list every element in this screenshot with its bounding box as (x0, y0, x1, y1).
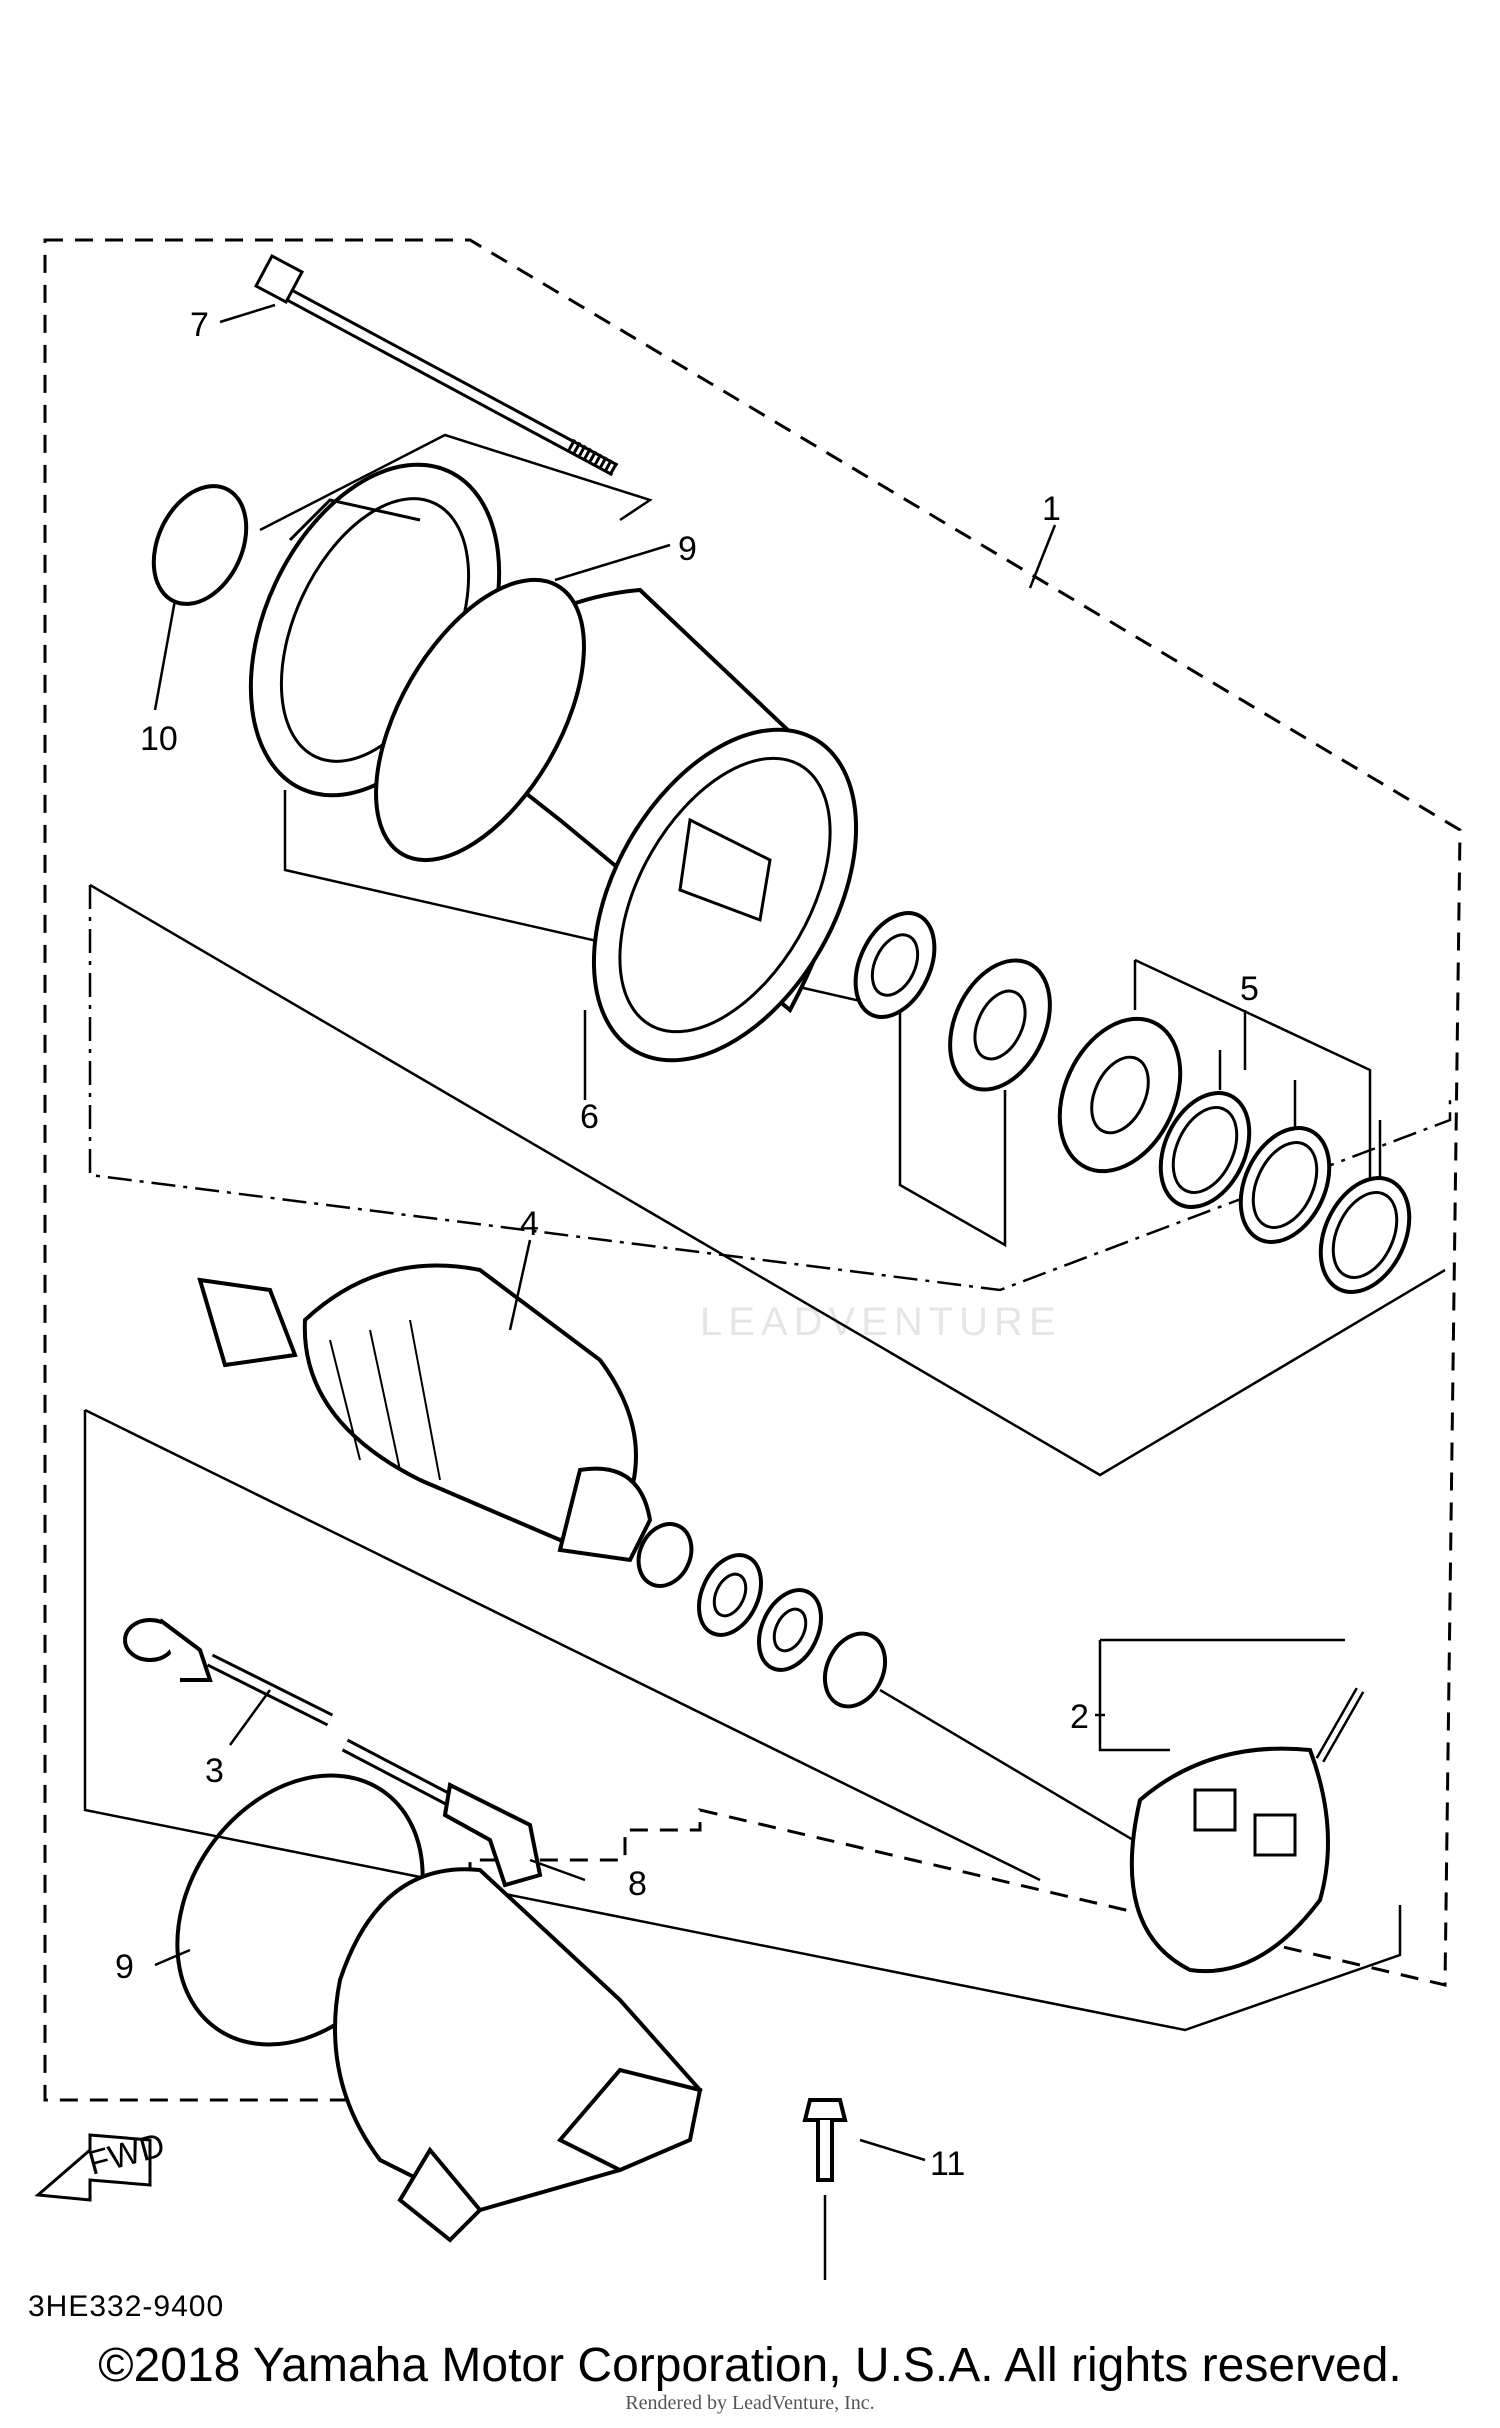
copyright-text: ©2018 Yamaha Motor Corporation, U.S.A. A… (98, 2339, 1402, 2392)
callout-9-top: 9 (678, 530, 697, 568)
seal-bearing (853, 911, 1052, 1092)
part-7-bolt (253, 253, 619, 477)
part-4-armature (197, 1263, 694, 1588)
bracket-part-6b (89, 883, 1446, 1477)
callout-5: 5 (1240, 970, 1259, 1008)
watermark: LEADVENTURE (700, 1300, 1062, 1344)
fwd-arrow: FWD (34, 2126, 169, 2202)
part-10-o-ring (151, 484, 249, 606)
bracket-top-9b (259, 433, 653, 532)
callout-6: 6 (580, 1098, 599, 1136)
bracket-part-6 (88, 885, 1452, 1292)
part-2-brush-holder (1098, 1638, 1365, 1974)
bracket-lower-b (84, 1408, 1041, 1882)
part-code: 3HE332-9400 (28, 2290, 225, 2323)
bracket-part-5 (1133, 958, 1382, 1180)
part-5-washers (1057, 1016, 1412, 1294)
callout-10: 10 (140, 720, 178, 758)
bracket-lower (83, 1410, 1402, 2032)
part-11-bolt (802, 2098, 848, 2280)
bracket-6-connector (898, 1010, 1007, 1248)
callout-3: 3 (205, 1752, 224, 1790)
part-3-lead (123, 1618, 334, 1727)
callout-4: 4 (520, 1205, 539, 1243)
rendered-by-text: Rendered by LeadVenture, Inc. (625, 2392, 875, 2414)
part-8-boot (341, 1738, 543, 1888)
armature-washers (697, 1553, 1151, 1852)
callout-7: 7 (190, 306, 209, 344)
callout-9-bottom: 9 (115, 1948, 134, 1986)
rear-cover (333, 1867, 703, 2243)
callout-1: 1 (1042, 490, 1061, 528)
callout-11: 11 (930, 2145, 965, 2183)
callout-2: 2 (1070, 1698, 1089, 1736)
callout-leaders (153, 303, 1247, 2162)
callout-8: 8 (628, 1865, 647, 1903)
yoke-cylinder (374, 577, 859, 1063)
